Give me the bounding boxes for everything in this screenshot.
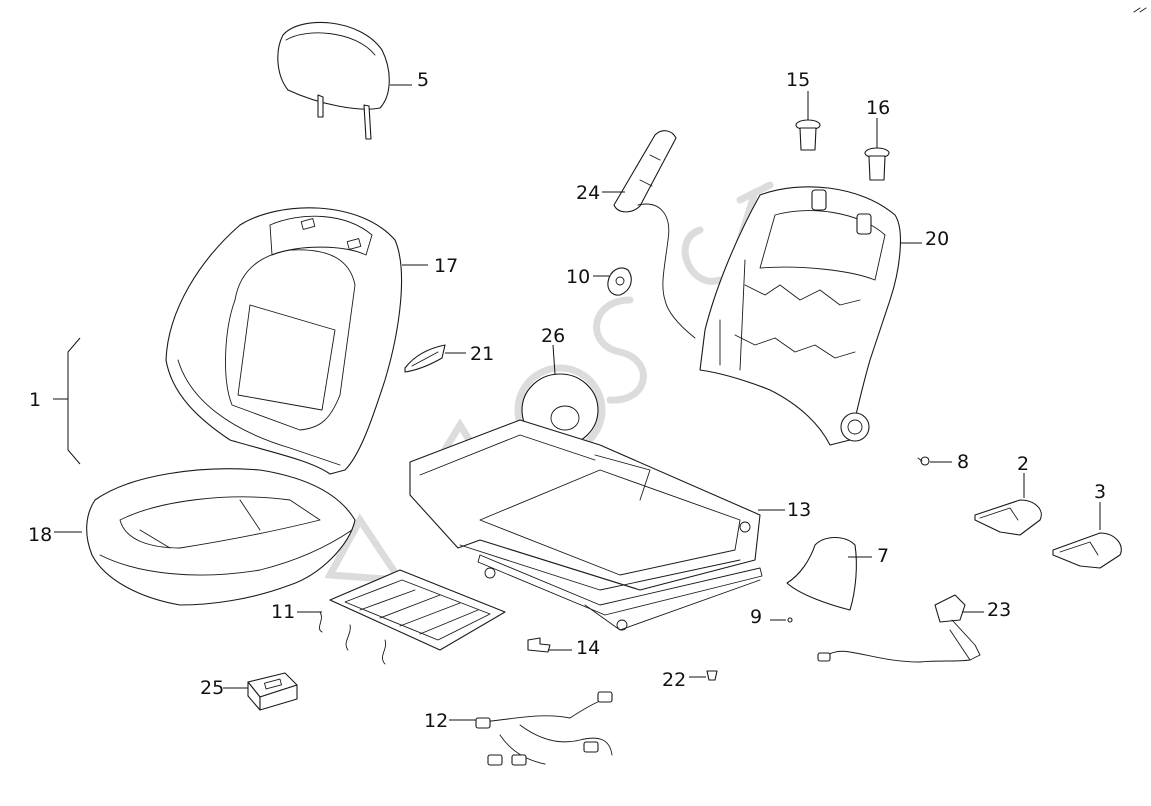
- callout-2: 2: [1017, 453, 1029, 475]
- callout-13: 13: [787, 499, 811, 521]
- part-18-seat-cushion-cover: [86, 468, 356, 606]
- callout-9: 9: [750, 606, 762, 628]
- callout-10: 10: [566, 266, 590, 288]
- corner-mark: [1133, 7, 1147, 13]
- callout-3: 3: [1094, 481, 1106, 503]
- part-22-clip: [706, 670, 718, 681]
- part-8-bolt: [917, 456, 930, 466]
- callout-24: 24: [576, 182, 600, 204]
- callout-20: 20: [925, 228, 949, 250]
- callout-17: 17: [434, 255, 458, 277]
- callout-12: 12: [424, 710, 448, 732]
- callout-8: 8: [957, 451, 969, 473]
- callout-25: 25: [200, 677, 224, 699]
- part-2-recliner-cover: [974, 499, 1042, 536]
- callout-16: 16: [866, 97, 890, 119]
- part-21-trim-cover: [404, 344, 446, 373]
- callout-1: 1: [29, 389, 41, 411]
- part-1-bracket: [53, 337, 81, 465]
- part-13-seat-cushion-frame: [409, 419, 763, 631]
- part-15-headrest-guide: [795, 119, 821, 151]
- callout-22: 22: [662, 669, 686, 691]
- part-10-clip: [607, 267, 632, 296]
- callout-5: 5: [417, 69, 429, 91]
- callout-26: 26: [541, 325, 565, 347]
- part-3-recliner-cover: [1052, 532, 1122, 569]
- part-16-headrest-guide: [864, 147, 890, 181]
- callout-18: 18: [28, 524, 52, 546]
- leader-lines: [54, 84, 1101, 721]
- part-12-wire-harness: [475, 691, 613, 766]
- callout-15: 15: [786, 69, 810, 91]
- part-17-seatback-cover: [165, 207, 403, 475]
- part-5-headrest: [277, 21, 390, 140]
- part-23-belt-buckle: [817, 594, 981, 663]
- callout-11: 11: [271, 601, 295, 623]
- callout-21: 21: [470, 343, 494, 365]
- part-11-heater-mat: [318, 569, 506, 665]
- part-20-seatback-frame: [699, 186, 901, 446]
- part-7-side-cover: [786, 536, 857, 611]
- callout-23: 23: [987, 599, 1011, 621]
- part-9-screw: [787, 617, 793, 623]
- callout-14: 14: [576, 637, 600, 659]
- part-14-clip: [527, 637, 551, 653]
- callout-7: 7: [877, 545, 889, 567]
- part-24-side-airbag: [613, 130, 696, 339]
- part-25-module: [247, 672, 298, 711]
- callout-labels: 1 2 3 5 7 8 9 10 11 12 13 14 15 16 17 18…: [28, 69, 1106, 732]
